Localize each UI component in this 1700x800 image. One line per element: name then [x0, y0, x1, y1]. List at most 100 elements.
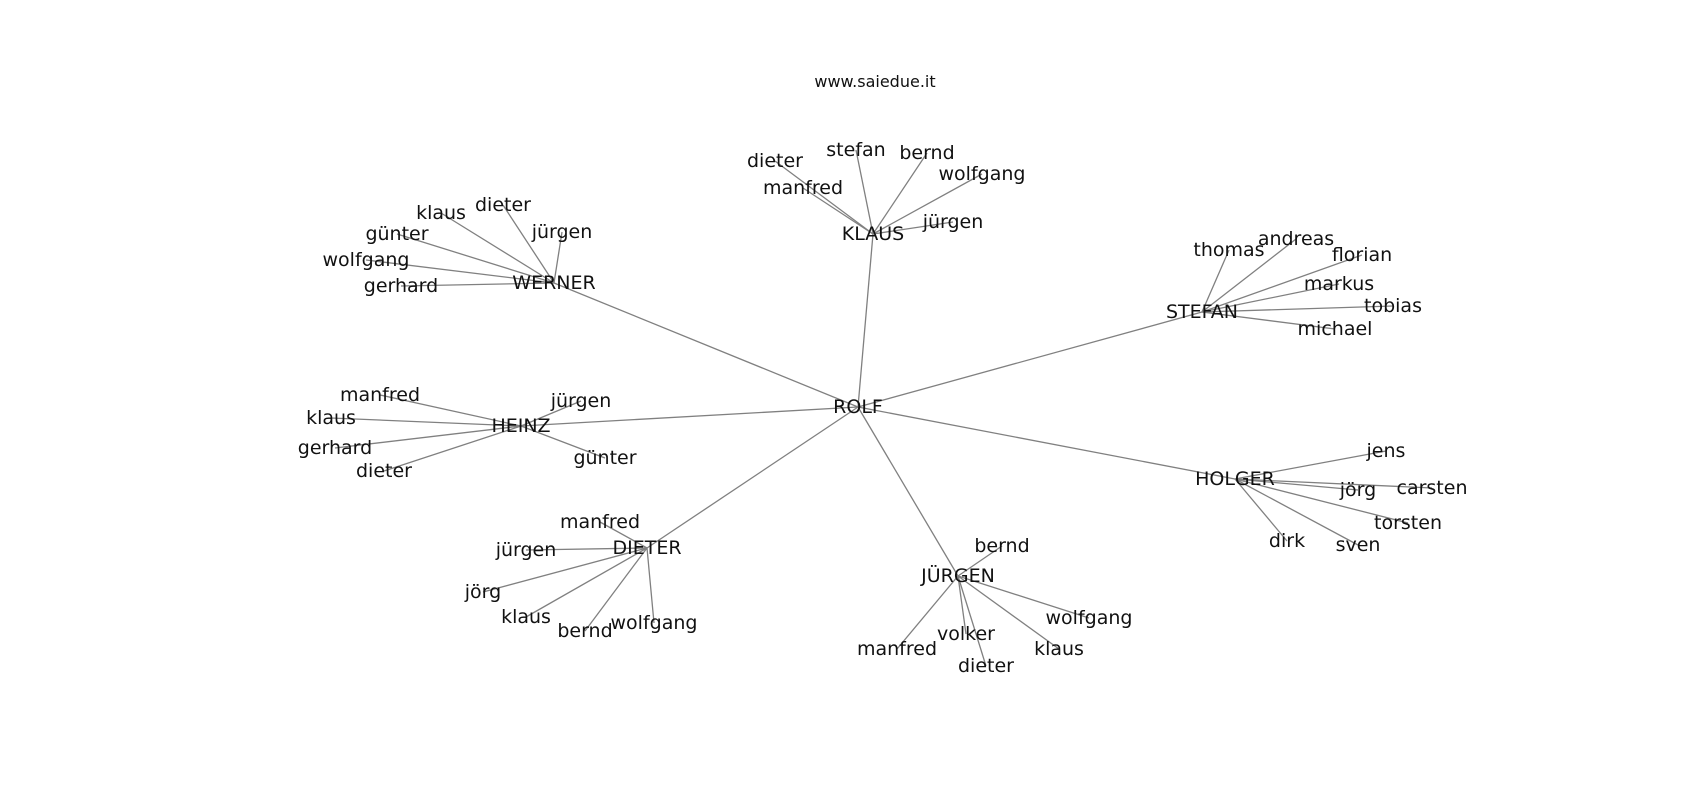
leaf-node-stefan-florian: florian	[1332, 244, 1392, 266]
edge-werner-klaus	[440, 212, 555, 284]
leaf-node-dieter-manfred: manfred	[560, 511, 640, 533]
leaf-node-stefan-andreas: andreas	[1258, 228, 1334, 250]
edge-juergen-bernd	[957, 545, 1003, 577]
leaf-node-holger-dirk: dirk	[1269, 530, 1305, 552]
leaf-node-klaus-stefan: stefan	[826, 139, 885, 161]
leaf-node-dieter-juergen: jürgen	[495, 539, 557, 561]
edge-juergen-dieter	[957, 575, 987, 667]
leaf-node-juergen-klaus: klaus	[1034, 638, 1084, 660]
leaf-node-klaus-bernd: bernd	[899, 142, 954, 164]
leaf-node-holger-torsten: torsten	[1374, 512, 1442, 534]
edge-stefan-michael	[1201, 311, 1336, 330]
leaf-node-juergen-dieter: dieter	[958, 655, 1014, 677]
hub-node-heinz: HEINZ	[491, 415, 550, 437]
edge-rolf-dieter	[646, 406, 859, 549]
leaf-node-dieter-klaus: klaus	[501, 606, 551, 628]
edge-layer	[330, 149, 1433, 667]
edge-werner-guenter	[396, 233, 555, 284]
edge-heinz-manfred	[379, 394, 522, 427]
edge-klaus-manfred	[802, 187, 874, 235]
leaf-node-heinz-guenter: günter	[573, 447, 636, 469]
edge-stefan-markus	[1201, 283, 1340, 313]
leaf-node-holger-joerg: jörg	[1339, 479, 1376, 501]
edge-juergen-wolfgang	[957, 575, 1090, 619]
leaf-node-werner-guenter: günter	[365, 223, 428, 245]
leaf-node-werner-juergen: jürgen	[531, 221, 593, 243]
edge-heinz-guenter	[520, 425, 606, 459]
edge-holger-carsten	[1234, 478, 1433, 489]
leaf-node-heinz-klaus: klaus	[306, 407, 356, 429]
edge-stefan-tobias	[1201, 305, 1394, 313]
hub-node-stefan: STEFAN	[1166, 301, 1238, 323]
edge-juergen-klaus	[957, 575, 1060, 650]
edge-stefan-andreas	[1201, 238, 1297, 313]
leaf-node-klaus-wolfgang: wolfgang	[939, 163, 1026, 185]
edge-rolf-juergen	[857, 406, 959, 577]
leaf-node-juergen-wolfgang: wolfgang	[1046, 607, 1133, 629]
edge-rolf-heinz	[520, 406, 859, 427]
leaf-node-klaus-dieter: dieter	[747, 150, 803, 172]
edge-holger-joerg	[1234, 478, 1359, 491]
edge-klaus-dieter	[774, 160, 874, 235]
edge-werner-gerhard	[400, 282, 555, 287]
leaf-node-heinz-gerhard: gerhard	[298, 437, 372, 459]
edge-dieter-manfred	[599, 521, 648, 549]
edge-rolf-stefan	[857, 311, 1203, 408]
leaf-node-werner-dieter: dieter	[475, 194, 531, 216]
edge-stefan-florian	[1201, 254, 1363, 313]
leaf-node-dieter-joerg: jörg	[464, 581, 501, 603]
leaf-node-klaus-juergen: jürgen	[922, 211, 984, 233]
hub-node-holger: HOLGER	[1195, 468, 1275, 490]
leaf-node-werner-wolfgang: wolfgang	[323, 249, 410, 271]
edge-dieter-bernd	[584, 547, 648, 632]
edge-juergen-volker	[957, 575, 967, 635]
leaf-node-werner-gerhard: gerhard	[364, 275, 438, 297]
edge-juergen-manfred	[896, 575, 959, 650]
edge-heinz-gerhard	[334, 425, 522, 449]
leaf-node-stefan-michael: michael	[1298, 318, 1373, 340]
edge-heinz-dieter	[383, 425, 522, 472]
edge-klaus-stefan	[855, 149, 874, 235]
edge-holger-dirk	[1234, 478, 1288, 542]
edge-dieter-juergen	[525, 547, 648, 551]
leaf-node-heinz-juergen: jürgen	[550, 390, 612, 412]
edge-dieter-joerg	[482, 547, 648, 593]
hub-node-werner: WERNER	[512, 272, 595, 294]
leaf-node-werner-klaus: klaus	[416, 202, 466, 224]
root-node-rolf: ROLF	[833, 396, 883, 418]
edge-werner-wolfgang	[365, 259, 555, 284]
edge-heinz-juergen	[520, 400, 582, 427]
leaf-node-juergen-manfred: manfred	[857, 638, 937, 660]
leaf-node-dieter-wolfgang: wolfgang	[611, 612, 698, 634]
leaf-node-klaus-manfred: manfred	[763, 177, 843, 199]
leaf-node-holger-carsten: carsten	[1397, 477, 1468, 499]
edge-stefan-thomas	[1201, 249, 1230, 313]
leaf-node-juergen-volker: volker	[937, 623, 995, 645]
hub-node-klaus: KLAUS	[842, 223, 904, 245]
leaf-node-stefan-thomas: thomas	[1193, 239, 1264, 261]
leaf-node-heinz-manfred: manfred	[340, 384, 420, 406]
edge-klaus-wolfgang	[872, 173, 983, 235]
leaf-node-heinz-dieter: dieter	[356, 460, 412, 482]
hub-node-juergen: JÜRGEN	[920, 564, 995, 587]
leaf-node-holger-sven: sven	[1336, 534, 1381, 556]
edge-klaus-bernd	[872, 152, 928, 235]
edge-rolf-holger	[857, 406, 1236, 480]
edge-werner-dieter	[502, 204, 555, 284]
diagram-title: www.saiedue.it	[814, 72, 936, 91]
leaf-node-juergen-bernd: bernd	[974, 535, 1029, 557]
edge-klaus-juergen	[872, 221, 954, 235]
hub-node-dieter: DIETER	[612, 537, 681, 559]
leaf-node-dieter-bernd: bernd	[557, 620, 612, 642]
edge-dieter-klaus	[525, 547, 648, 618]
leaf-node-stefan-tobias: tobias	[1364, 295, 1422, 317]
leaf-node-stefan-markus: markus	[1304, 273, 1374, 295]
edge-holger-torsten	[1234, 478, 1409, 524]
edge-rolf-werner	[553, 282, 859, 408]
edge-dieter-wolfgang	[646, 547, 655, 624]
edge-heinz-klaus	[330, 417, 522, 427]
edge-holger-sven	[1234, 478, 1359, 546]
